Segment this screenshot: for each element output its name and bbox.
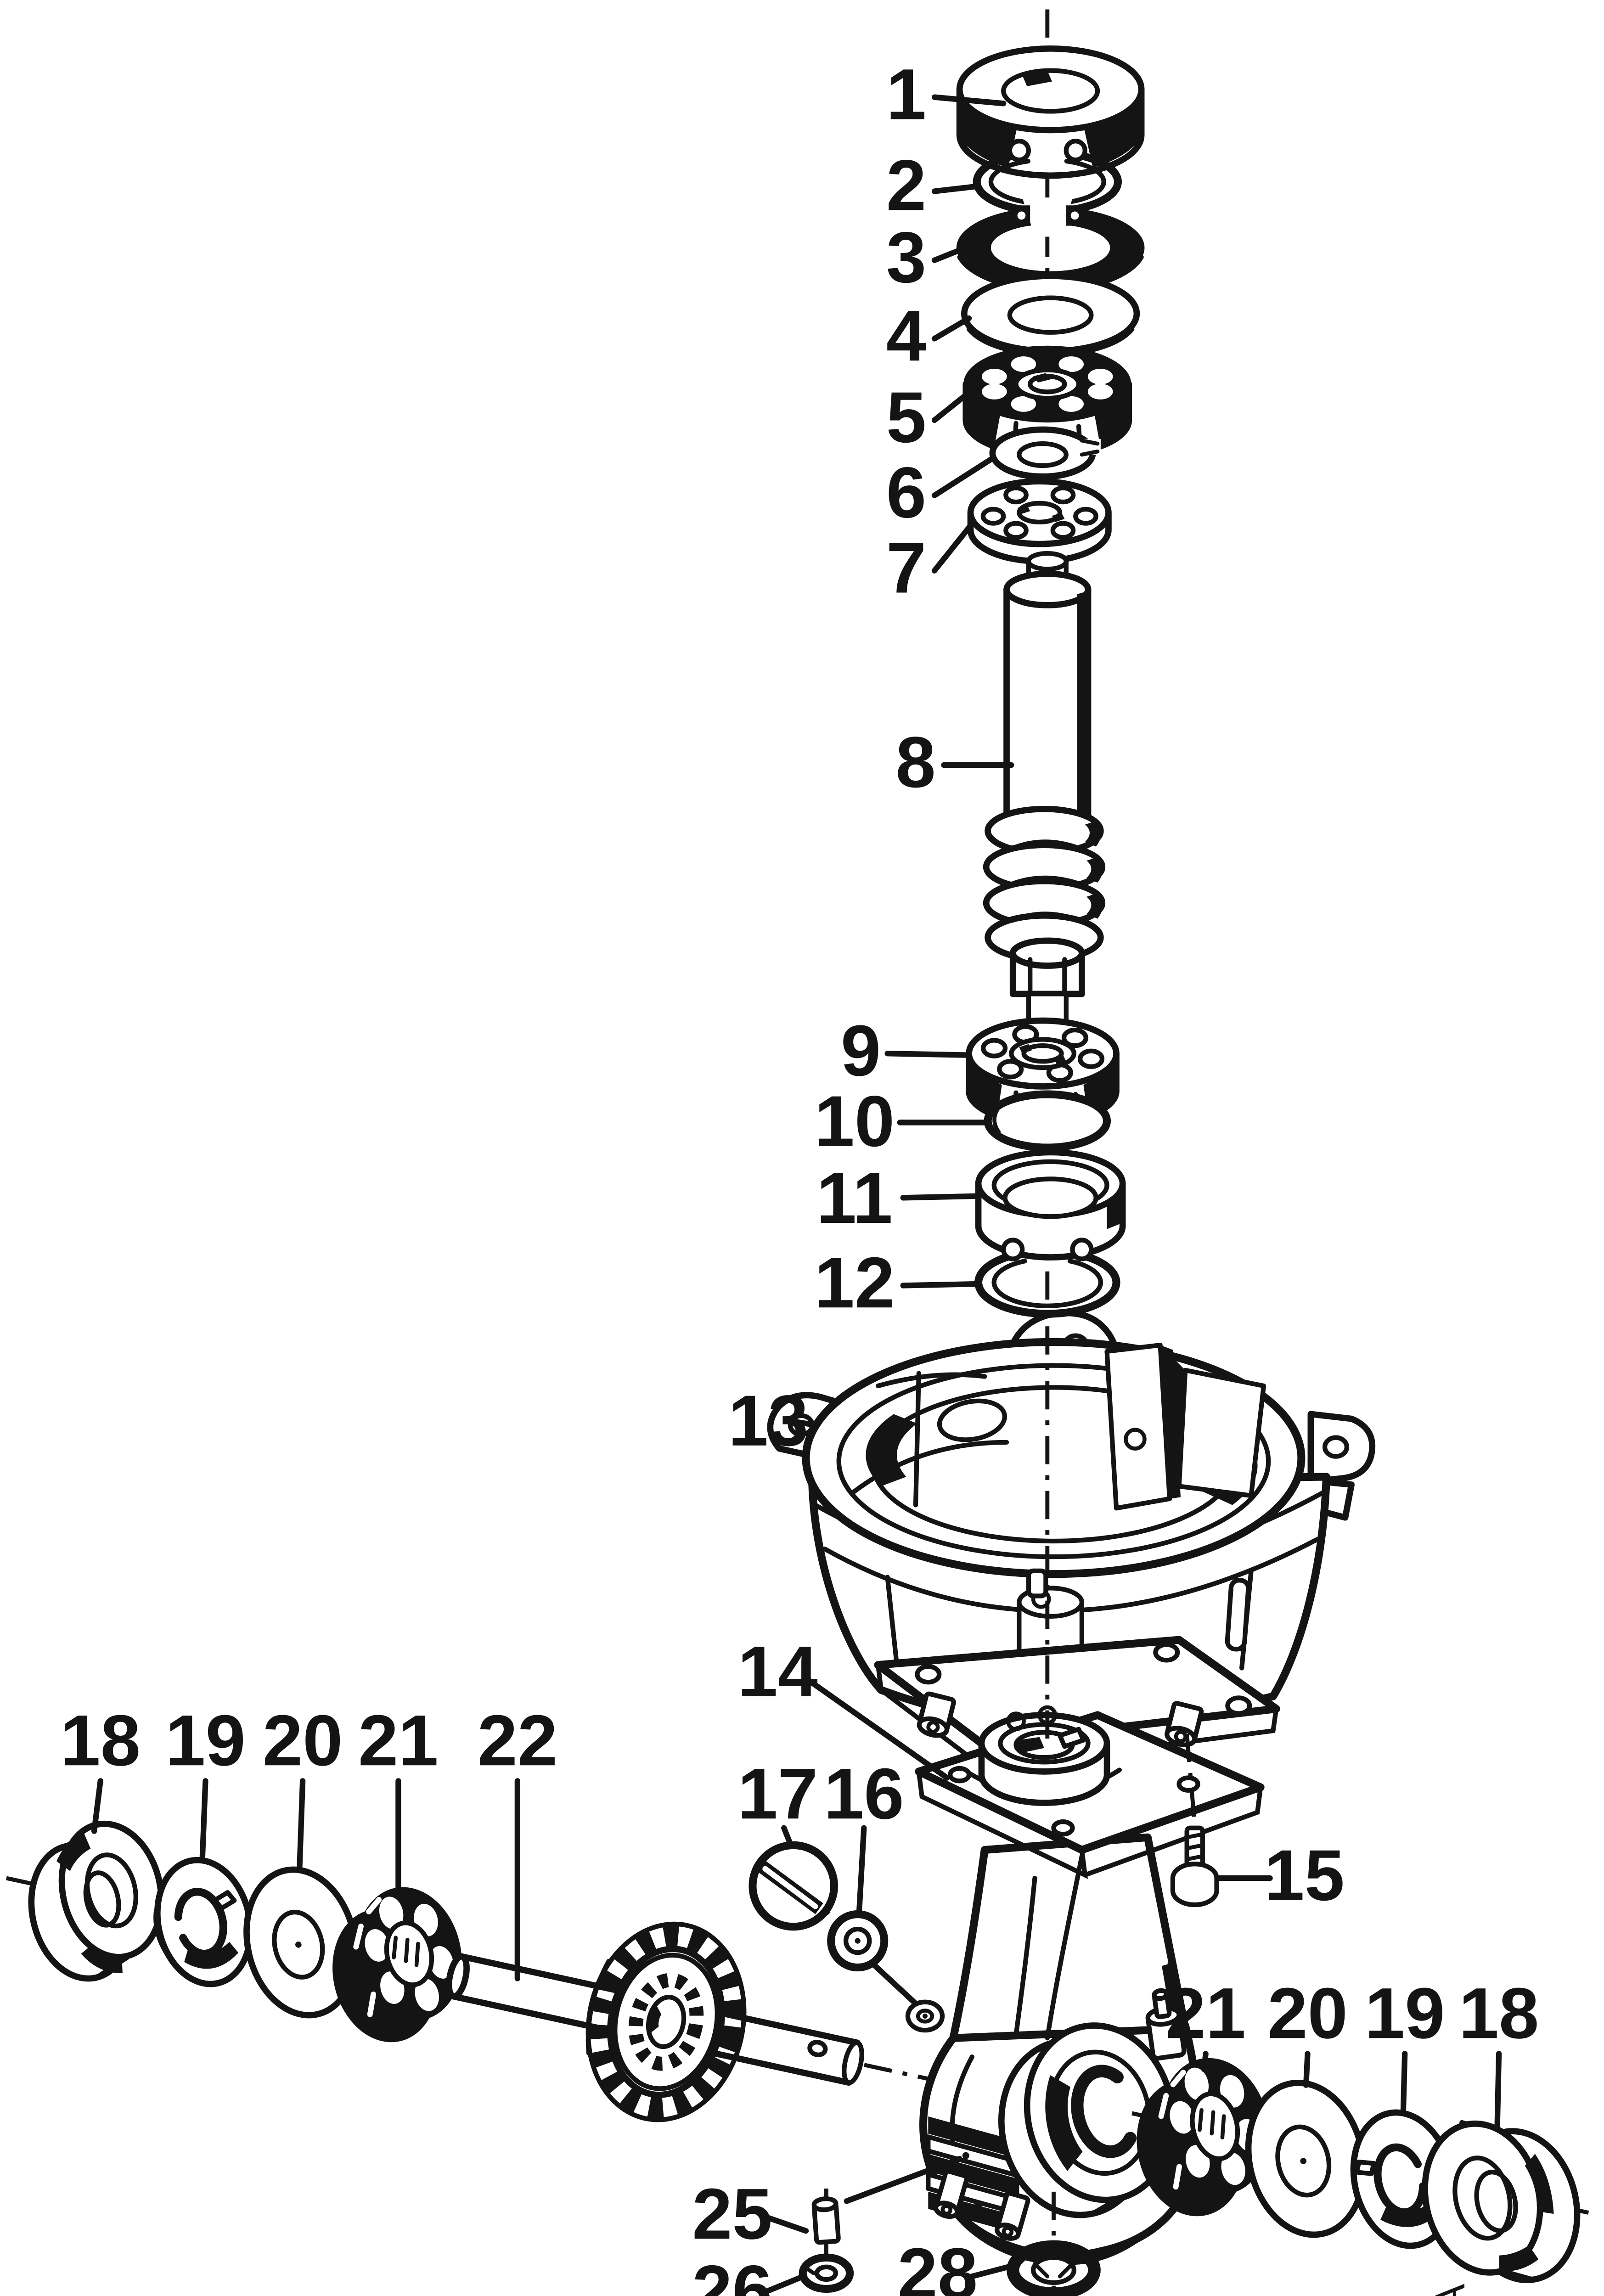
part-21-right-bearing xyxy=(1137,2058,1269,2217)
part-label-6: 6 xyxy=(886,453,926,533)
part-label-2: 2 xyxy=(886,145,926,225)
part-label-9: 9 xyxy=(841,1011,881,1091)
part-label-15: 15 xyxy=(1264,1835,1345,1916)
part-9-ball-bearing xyxy=(966,1017,1120,1126)
part-label-20-right: 20 xyxy=(1267,1973,1348,2054)
part-label-26: 26 xyxy=(692,2251,772,2296)
part-17-screw-plug xyxy=(749,1841,839,1931)
part-26-washer xyxy=(799,2253,854,2293)
drawing-code: 3761A xyxy=(1426,2281,1474,2296)
part-labels: 1 2 3 4 5 6 7 8 9 10 11 12 13 14 15 16 1… xyxy=(60,54,1539,2296)
part-label-10: 10 xyxy=(815,1081,895,1162)
part-20-left-washer xyxy=(243,1866,359,2019)
part-21-left-bearing xyxy=(332,1887,462,2043)
screw-15-axis xyxy=(1185,1733,1197,1825)
part-1-spacer-ring xyxy=(956,45,1145,179)
part-16-seal-ring xyxy=(827,1910,889,1972)
part-15-screw xyxy=(1170,1825,1219,1908)
leader-lines xyxy=(91,94,1502,2295)
part-label-21-left: 21 xyxy=(358,1700,439,1781)
part-label-11: 11 xyxy=(816,1158,893,1238)
part-6-tab-washer xyxy=(989,426,1101,480)
part-label-8: 8 xyxy=(895,722,935,803)
part-14-lower-housing xyxy=(905,1705,1265,2266)
part-label-17: 17 xyxy=(737,1754,818,1834)
part-label-21-right: 21 xyxy=(1165,1973,1246,2054)
part-label-3: 3 xyxy=(886,218,926,298)
part-label-22: 22 xyxy=(478,1700,558,1781)
part-11-bearing-cup xyxy=(975,1149,1126,1261)
part-8-worm-shaft xyxy=(983,551,1106,1035)
part-label-13: 13 xyxy=(728,1381,809,1461)
part-label-18-right: 18 xyxy=(1459,1973,1539,2054)
part-label-5: 5 xyxy=(886,377,926,458)
part-18-left-cup-ring xyxy=(28,1820,164,1982)
part-13-upper-housing xyxy=(767,1310,1376,1785)
part-5-ball-bearing xyxy=(962,345,1132,458)
part-20-right-washer xyxy=(1245,2079,1367,2238)
part-label-25: 25 xyxy=(692,2174,772,2254)
part-4-washer xyxy=(961,273,1140,357)
part-label-19-left: 19 xyxy=(165,1700,246,1781)
part-7-bearing-retainer xyxy=(967,478,1112,565)
part-label-20-left: 20 xyxy=(263,1700,343,1781)
part-label-18-left: 18 xyxy=(60,1700,141,1781)
part-10-o-ring xyxy=(984,1090,1111,1152)
part-label-4: 4 xyxy=(886,296,926,376)
part-label-28: 28 xyxy=(897,2234,978,2296)
part-label-12: 12 xyxy=(815,1243,895,1323)
part-25-pin xyxy=(811,2196,841,2245)
part-22-gear-shaft xyxy=(445,1921,864,2122)
part-label-19-right: 19 xyxy=(1365,1973,1445,2054)
part-label-7: 7 xyxy=(886,528,926,608)
part-12-retaining-ring xyxy=(974,1238,1120,1318)
part-18-right-cup-ring xyxy=(1422,2120,1581,2284)
part-28-lock-washer xyxy=(1007,2240,1101,2296)
part-label-14: 14 xyxy=(737,1632,818,1712)
part-label-1: 1 xyxy=(886,54,926,135)
part-label-16: 16 xyxy=(824,1754,904,1834)
